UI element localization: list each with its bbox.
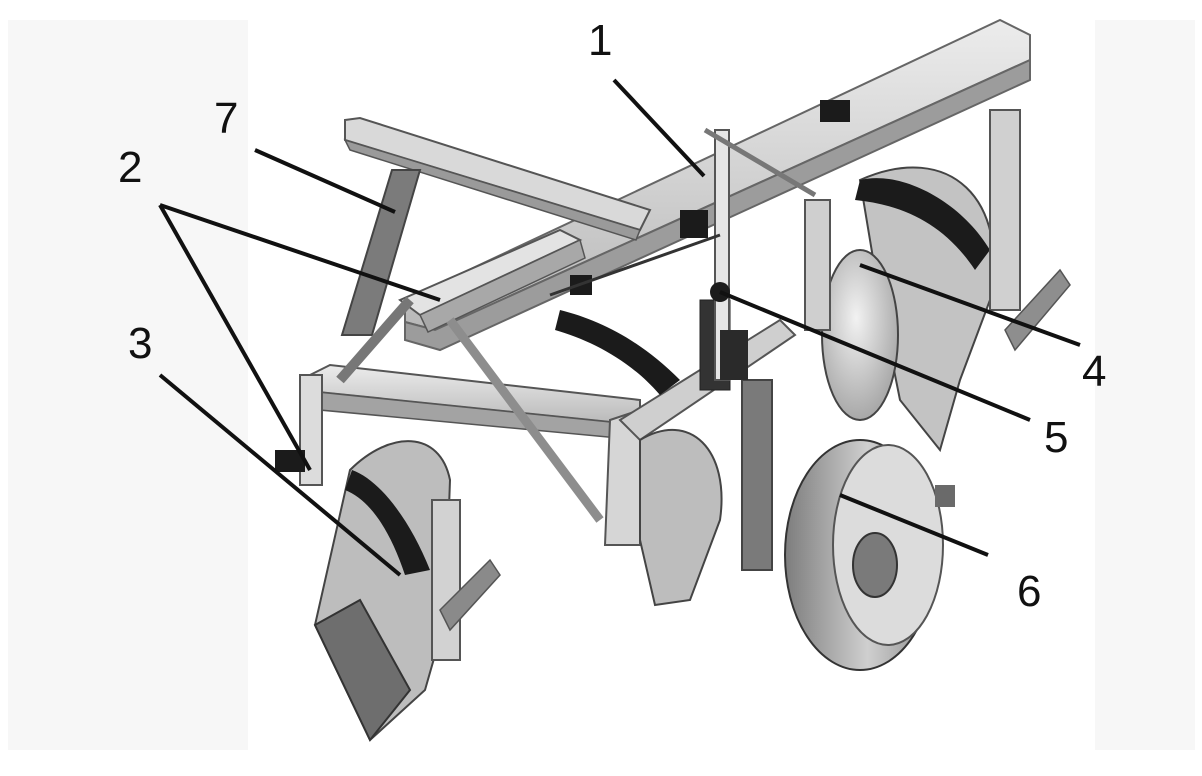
label-7: 7 bbox=[214, 94, 238, 143]
label-1: 1 bbox=[588, 16, 612, 65]
label-5: 5 bbox=[1044, 413, 1068, 462]
leader-5 bbox=[719, 290, 1031, 422]
leader-4 bbox=[859, 263, 1081, 347]
background-panel-left bbox=[8, 20, 248, 750]
background-panel-right bbox=[1095, 20, 1195, 750]
support-strut bbox=[340, 169, 422, 336]
label-4: 4 bbox=[1082, 347, 1106, 396]
leader-1 bbox=[612, 78, 706, 178]
transverse-tool-bar bbox=[398, 228, 586, 333]
disc-coulter bbox=[804, 199, 899, 421]
label-3: 3 bbox=[128, 319, 152, 368]
label-6: 6 bbox=[1017, 567, 1041, 616]
leader-3 bbox=[158, 373, 402, 577]
leader-lines bbox=[158, 78, 1081, 577]
left-posts bbox=[299, 296, 604, 523]
leader-2a bbox=[159, 203, 441, 302]
leader-7 bbox=[254, 148, 396, 214]
gauge-wheel bbox=[784, 439, 955, 671]
right-plough-body bbox=[855, 109, 1071, 453]
top-support-bar bbox=[343, 116, 652, 241]
leader-6 bbox=[839, 493, 989, 557]
leader-2b bbox=[158, 204, 312, 471]
part-labels: 1 2 3 4 5 6 7 bbox=[118, 16, 1106, 616]
adjustment-mechanism bbox=[549, 100, 850, 381]
left-plough-body bbox=[275, 440, 501, 742]
label-2: 2 bbox=[118, 143, 142, 192]
